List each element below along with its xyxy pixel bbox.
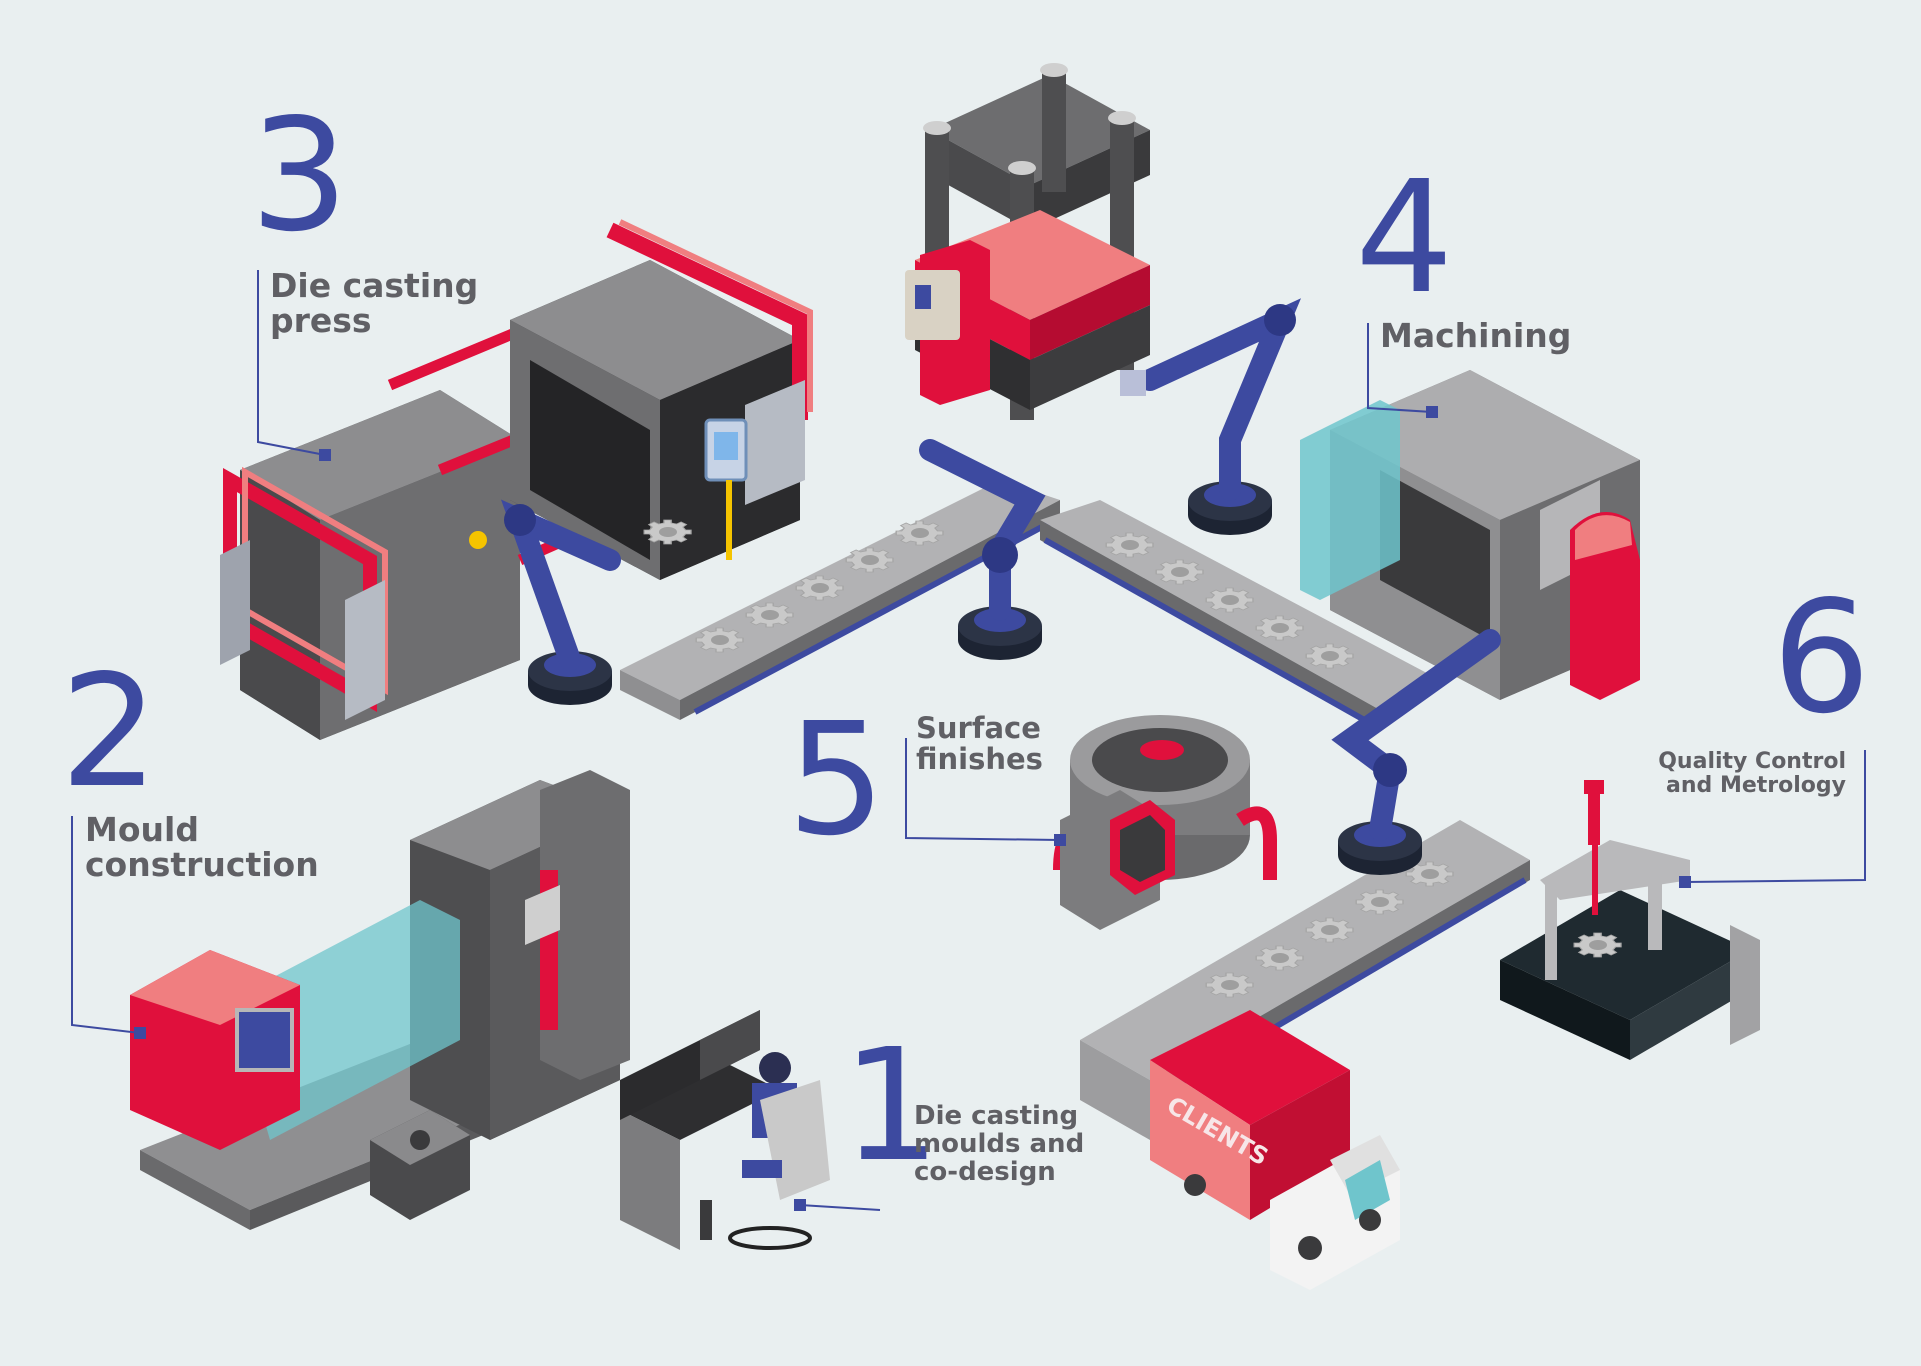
label-line: moulds and: [914, 1128, 1085, 1159]
conveyor-top-right: [1040, 500, 1440, 730]
label-line: Die casting: [270, 266, 479, 305]
step-label-mould-construction: Mould construction: [85, 812, 319, 883]
step-number-3: 3: [250, 85, 349, 266]
label-line: Quality Control: [1658, 749, 1846, 774]
robot-arm-center: [919, 439, 1046, 660]
step-label-die-casting-press: Die casting press: [270, 268, 478, 339]
die-casting-press: [220, 219, 813, 740]
hydraulic-press: [905, 63, 1150, 420]
step-label-machining: Machining: [1380, 316, 1572, 355]
label-line: finishes: [916, 742, 1043, 777]
robot-arm-press: [501, 499, 621, 705]
label-line: Surface: [916, 711, 1041, 745]
step-number-4: 4: [1355, 147, 1454, 328]
label-line: press: [270, 301, 372, 341]
surface-finishing-tumbler: [1053, 715, 1277, 930]
step-number-2: 2: [60, 641, 159, 822]
label-line: Mould: [85, 810, 199, 849]
step-label-quality-control: Quality Control and Metrology: [1646, 750, 1846, 797]
label-line: construction: [85, 845, 319, 885]
step-number-6: 6: [1772, 567, 1871, 748]
coordinate-measuring-machine: [1500, 780, 1760, 1060]
label-line: co-design: [914, 1156, 1056, 1187]
step-number-1: 1: [842, 1015, 941, 1196]
delivery-truck: CLIENTS: [1150, 1010, 1400, 1290]
label-line: and Metrology: [1666, 772, 1846, 798]
step-label-moulds-co-design: Die casting moulds and co-design: [914, 1101, 1085, 1187]
label-line: Machining: [1380, 316, 1572, 355]
step-label-surface-finishes: Surface finishes: [916, 711, 1043, 777]
design-workstation: [620, 1010, 830, 1250]
label-line: Die casting: [914, 1101, 1079, 1131]
cnc-machining-center: [1300, 370, 1640, 700]
step-number-5: 5: [787, 689, 886, 870]
mould-construction-machine: [130, 770, 630, 1230]
robot-arm-quality: [1331, 629, 1501, 875]
robot-arm-machining: [1120, 298, 1302, 535]
